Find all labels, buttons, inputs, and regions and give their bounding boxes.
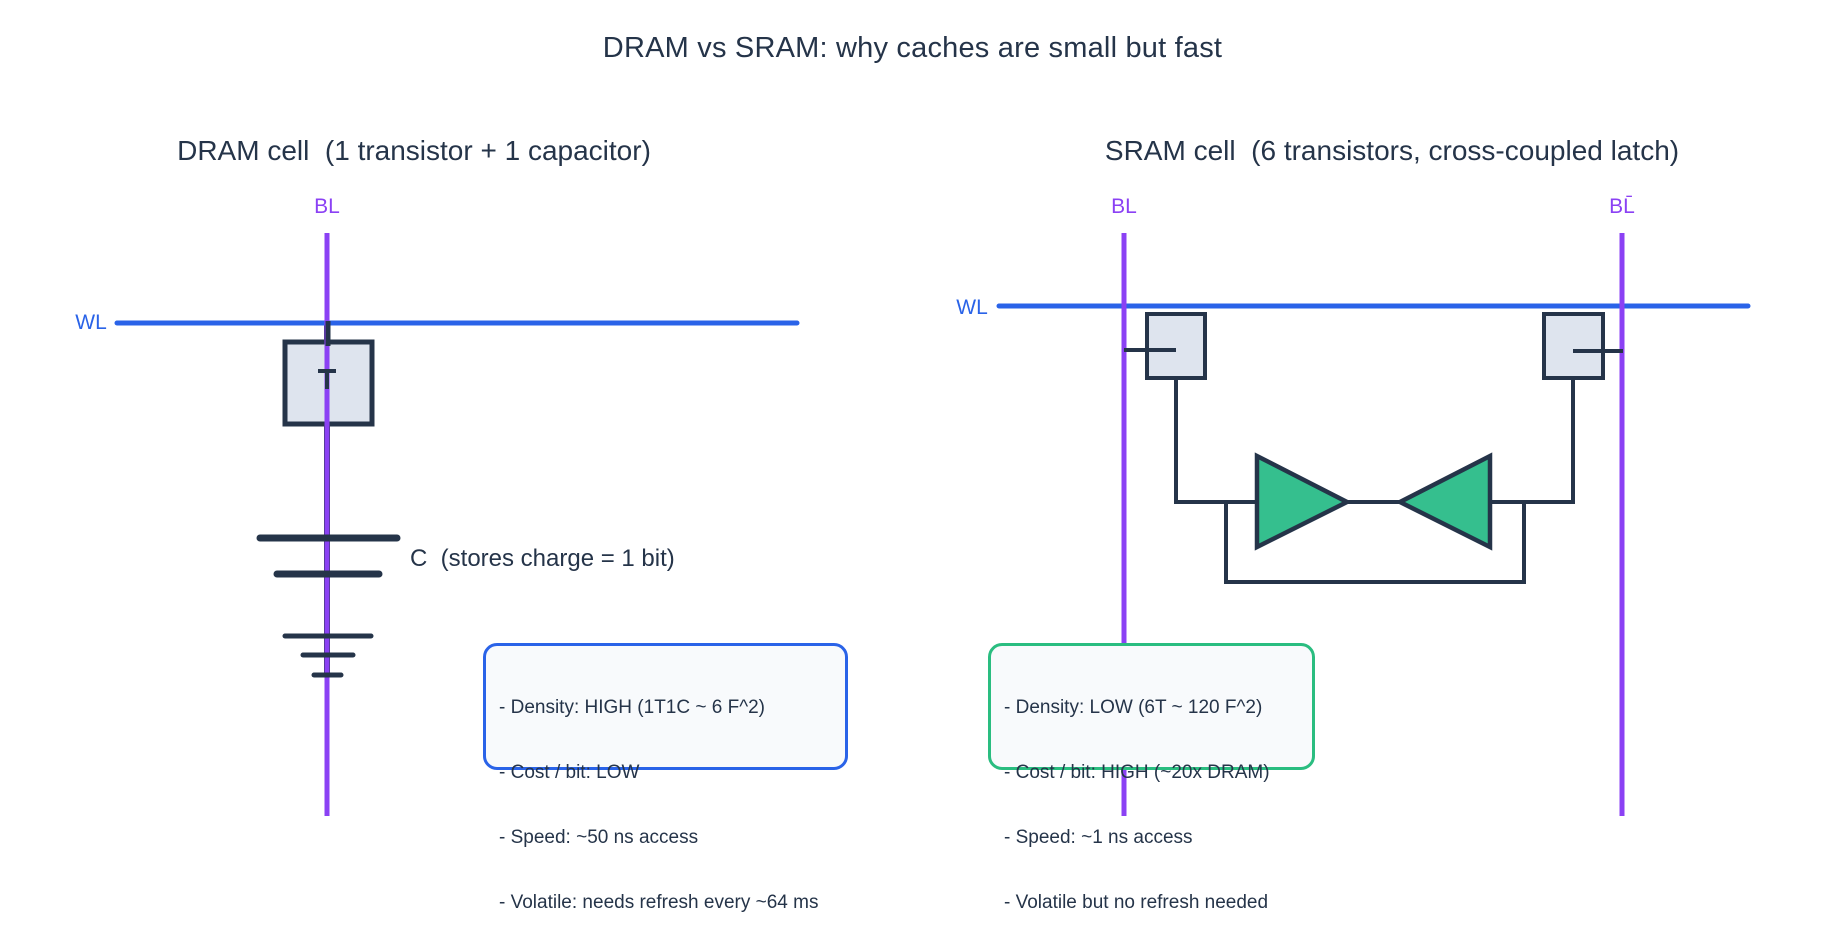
sram-inverter-right	[1395, 452, 1493, 551]
dram-bitline-label: BL	[314, 195, 340, 218]
sram-bitline-label: BL	[1111, 195, 1137, 218]
sram-spec-line: - Speed: ~1 ns access	[1004, 826, 1193, 848]
dram-spec-line: - Speed: ~50 ns access	[499, 826, 699, 848]
page-title: DRAM vs SRAM: why caches are small but f…	[602, 32, 1223, 64]
dram-spec-line: - Cost / bit: LOW	[499, 761, 640, 783]
sram-bitline-bar-label: BL̄	[1609, 195, 1635, 218]
sram-subtitle: SRAM cell (6 transistors, cross-coupled …	[1104, 135, 1680, 166]
sram-wordline-label: WL	[956, 296, 988, 319]
sram-inverter-left	[1254, 452, 1352, 551]
sram-spec-line: - Volatile but no refresh needed	[1004, 891, 1269, 913]
dram-wordline-label: WL	[75, 311, 107, 334]
sram-specs-box: - Density: LOW (6T ~ 120 F^2) - Cost / b…	[988, 643, 1315, 913]
dram-spec-line: - Density: HIGH (1T1C ~ 6 F^2)	[499, 697, 765, 719]
dram-capacitor-label: C (stores charge = 1 bit)	[410, 545, 675, 572]
sram-feedback-loop	[1224, 502, 1526, 584]
sram-spec-line: - Cost / bit: HIGH (~20x DRAM)	[1004, 761, 1270, 783]
dram-subtitle: DRAM cell (1 transistor + 1 capacitor)	[177, 135, 651, 166]
dram-specs-box: - Density: HIGH (1T1C ~ 6 F^2) - Cost / …	[483, 643, 848, 913]
sram-access-transistor-left	[1145, 312, 1207, 380]
sram-spec-line: - Density: LOW (6T ~ 120 F^2)	[1004, 697, 1263, 719]
sram-access-transistor-right	[1542, 312, 1605, 380]
dram-spec-line: - Volatile: needs refresh every ~64 ms	[499, 891, 819, 913]
